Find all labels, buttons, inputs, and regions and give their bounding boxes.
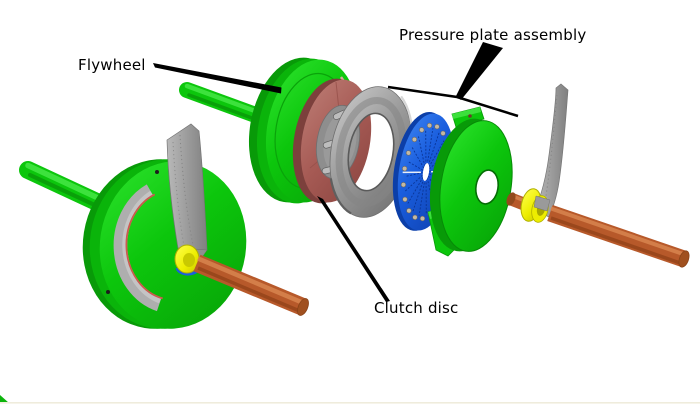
pressure-plate-leader-line bbox=[387, 85, 519, 118]
annotation-leaders bbox=[153, 42, 519, 302]
housing-screw bbox=[106, 290, 110, 294]
cover-center-hole bbox=[475, 169, 499, 205]
output-shaft-left bbox=[193, 254, 309, 316]
pressure-plate-leader-wedge bbox=[456, 42, 503, 100]
diaphragm-sliver bbox=[175, 267, 199, 276]
cover-top-bracket bbox=[451, 106, 485, 128]
flywheel-leader-line bbox=[153, 63, 282, 94]
diaphragm-center-hole bbox=[422, 163, 430, 181]
assembled-clutch-unit bbox=[19, 123, 309, 329]
clutch-housing-disc bbox=[82, 159, 247, 329]
corner-part-fragment bbox=[0, 395, 9, 403]
pressure-plate-assembly-label: Pressure plate assembly bbox=[399, 26, 587, 44]
clutch-disc-leader-line bbox=[317, 196, 390, 302]
release-bearing-right bbox=[520, 188, 551, 223]
clutch-disc-label: Clutch disc bbox=[374, 299, 459, 317]
internal-friction-band bbox=[113, 184, 162, 312]
clutch-disc-edge-arc bbox=[125, 193, 163, 300]
release-assembly-right bbox=[506, 83, 690, 268]
output-shaft-right bbox=[547, 204, 690, 268]
housing-screw bbox=[155, 170, 159, 174]
flywheel-label: Flywheel bbox=[78, 56, 146, 74]
viewport-bottom-edge bbox=[0, 402, 700, 404]
fork-tip bbox=[533, 195, 551, 212]
clutch-cover bbox=[427, 106, 513, 257]
